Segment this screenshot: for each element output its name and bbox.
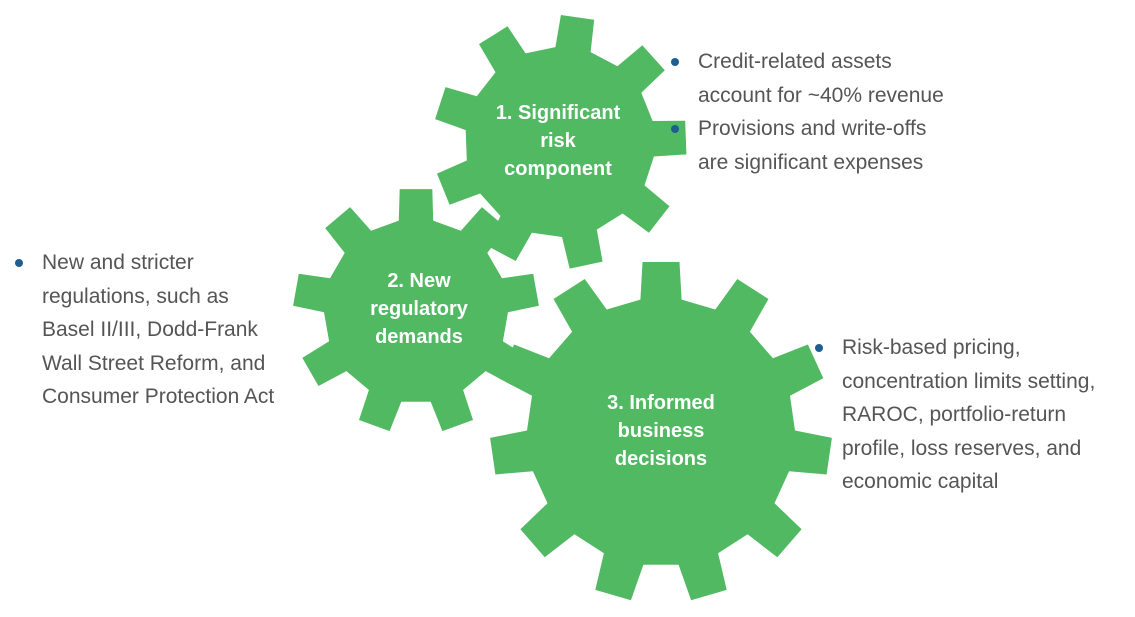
bullet-line: profile, loss reserves, and <box>842 436 1082 460</box>
gear-3-label-line-1: 3. Informed <box>607 392 715 414</box>
bullet-item: Provisions and write-offs are significan… <box>668 112 944 179</box>
bullet-line: regulations, such as <box>42 284 229 308</box>
gear-2-label-line-2: regulatory <box>370 298 468 320</box>
bullet-line: RAROC, portfolio-return <box>842 403 1067 426</box>
bullet-line: Consumer Protection Act <box>42 385 275 408</box>
bullet-item: Risk-based pricing, concentration limits… <box>812 331 1095 499</box>
bullet-line: Provisions and write-offs <box>698 117 927 140</box>
bullet-line: Risk-based pricing, <box>842 336 1021 359</box>
bullet-line: Basel II/III, Dodd-Frank <box>42 318 258 341</box>
bullet-line: Wall Street Reform, and <box>42 351 266 375</box>
gear-2-label-line-3: demands <box>375 326 463 348</box>
bullet-line: economic capital <box>842 470 999 493</box>
gear-1-shape <box>435 15 687 269</box>
gear-3-shape <box>490 262 832 601</box>
gear-3-label: 3. Informed business decisions <box>607 389 715 473</box>
gear-1-label-line-3: component <box>504 158 612 180</box>
gear-2-label: 2. New regulatory demands <box>370 267 468 351</box>
bullet-line: account for ~40% revenue <box>698 83 944 107</box>
gear-3-label-line-3: decisions <box>614 448 708 470</box>
bullet-line: are significant expenses <box>698 150 924 174</box>
gear-2-bullet-list: New and stricter regulations, such as Ba… <box>12 246 274 414</box>
gear-1-label-line-1: 1. Significant <box>495 102 621 124</box>
bullet-line: concentration limits setting, <box>842 369 1096 393</box>
gear-3-bullet-list: Risk-based pricing, concentration limits… <box>812 331 1095 499</box>
bullet-line: New and stricter <box>42 251 194 274</box>
gear-1-label-line-2: risk <box>540 130 576 152</box>
gear-2-label-line-1: 2. New <box>387 270 451 292</box>
bullet-item: New and stricter regulations, such as Ba… <box>12 246 274 414</box>
gear-3-label-line-2: business <box>617 420 705 442</box>
gear-1-bullet-list: Credit-related assets account for ~40% r… <box>668 45 944 179</box>
gear-1-label: 1. Significant risk component <box>496 99 620 183</box>
gear-2-shape <box>293 189 539 432</box>
bullet-line: Credit-related assets <box>698 50 892 73</box>
bullet-item: Credit-related assets account for ~40% r… <box>668 45 944 112</box>
